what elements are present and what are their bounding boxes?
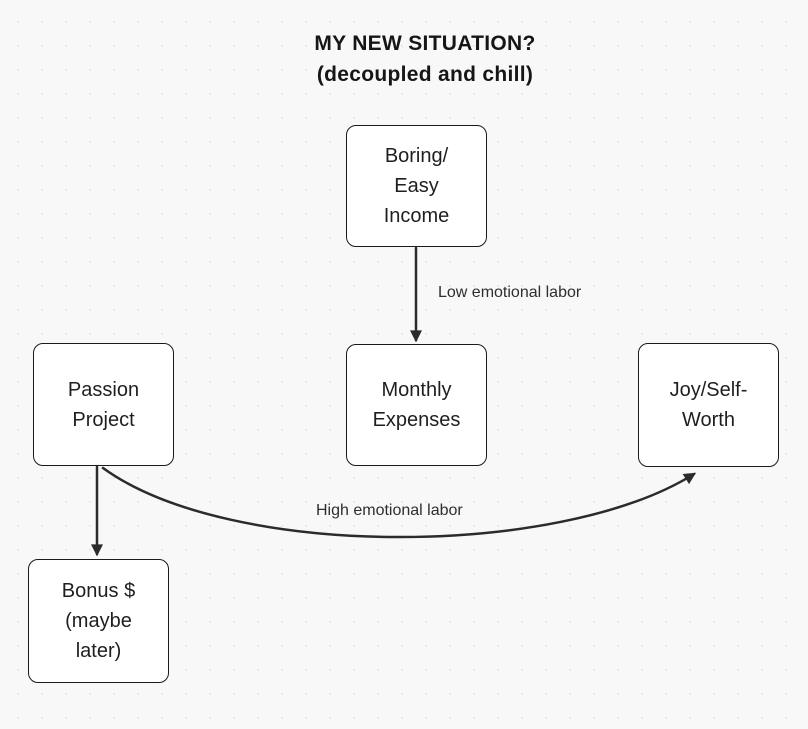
node-joy-self-worth[interactable]: Joy/Self- Worth xyxy=(638,343,779,467)
node-monthly-expenses-label: Monthly Expenses xyxy=(372,379,461,431)
node-bonus-maybe-later-label: Bonus $ (maybe later) xyxy=(61,580,136,662)
diagram-title-line2: (decoupled and chill) xyxy=(316,63,534,86)
node-joy-self-worth-label: Joy/Self- Worth xyxy=(669,379,748,431)
edge-label-high-emotional-labor: High emotional labor xyxy=(316,502,463,519)
node-passion-project[interactable]: Passion Project xyxy=(33,343,174,466)
diagram-title-line1: MY NEW SITUATION? xyxy=(314,32,536,55)
node-monthly-expenses[interactable]: Monthly Expenses xyxy=(346,344,487,466)
node-bonus-maybe-later[interactable]: Bonus $ (maybe later) xyxy=(28,559,169,683)
diagram-title: MY NEW SITUATION? (decoupled and chill) xyxy=(314,28,535,90)
edge-label-low-emotional-labor: Low emotional labor xyxy=(438,284,582,301)
node-passion-project-label: Passion Project xyxy=(67,378,140,431)
node-boring-easy-income-label: Boring/ Easy Income xyxy=(383,145,450,227)
node-boring-easy-income[interactable]: Boring/ Easy Income xyxy=(346,125,487,247)
